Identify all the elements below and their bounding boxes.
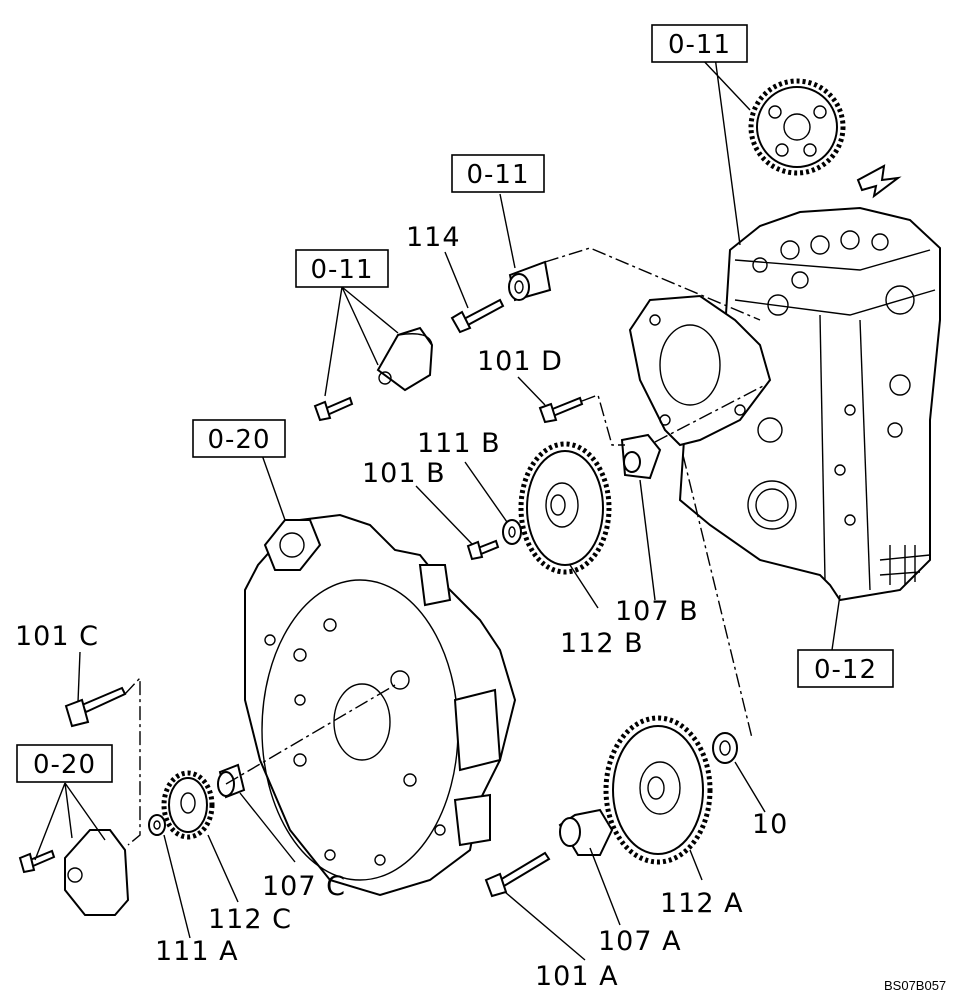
- bolt-101-b: [466, 539, 500, 561]
- engine-block: [678, 206, 941, 602]
- bolt-101-a: [484, 851, 551, 898]
- cover-0-20: [18, 829, 130, 916]
- camshaft-gear: [748, 78, 846, 176]
- label-111-a: 111 A: [155, 936, 239, 967]
- label-101-a: 101 A: [535, 961, 619, 992]
- label-112-c: 112 C: [208, 904, 292, 935]
- label-101-c: 101 C: [15, 621, 99, 652]
- bushing-107-b: [620, 433, 662, 480]
- label-107-a: 107 A: [598, 926, 682, 957]
- gear-112-b: [518, 441, 612, 575]
- washer-111-a: [148, 814, 166, 836]
- ref-box-cylinder-block[interactable]: 0-12: [797, 649, 894, 688]
- label-10: 10: [752, 809, 788, 840]
- label-112-b: 112 B: [560, 628, 644, 659]
- ref-box-cover[interactable]: 0-11: [295, 249, 389, 288]
- bolt-101-c: [64, 686, 127, 728]
- bushing-upper: [508, 260, 552, 302]
- svg-text:0-11: 0-11: [310, 255, 373, 285]
- flywheel-housing: [244, 513, 517, 897]
- svg-text:0-20: 0-20: [207, 425, 270, 455]
- assembly-lines: [124, 247, 766, 846]
- label-112-a: 112 A: [660, 888, 744, 919]
- ref-box-top[interactable]: 0-11: [651, 24, 748, 63]
- svg-text:0-12: 0-12: [814, 655, 877, 685]
- gear-112-c: [161, 770, 215, 840]
- washer-111-b: [502, 519, 522, 545]
- label-107-b: 107 B: [615, 596, 699, 627]
- gear-112-a: [603, 715, 713, 865]
- svg-text:0-11: 0-11: [466, 160, 529, 190]
- svg-text:0-20: 0-20: [33, 750, 96, 780]
- leader-lines: [34, 56, 841, 961]
- washer-10: [712, 732, 738, 764]
- label-111-b: 111 B: [417, 428, 501, 459]
- label-101-d: 101 D: [477, 346, 563, 377]
- bolt-101-d: [538, 396, 584, 424]
- ref-box-flywheel-housing[interactable]: 0-20: [192, 419, 286, 458]
- cover-0-11: [313, 326, 434, 422]
- front-direction-arrow-icon: [856, 164, 902, 199]
- ref-box-lower-cover[interactable]: 0-20: [16, 744, 113, 783]
- ref-box-bushing[interactable]: 0-11: [451, 154, 545, 193]
- front-plate: [628, 294, 772, 447]
- label-101-b: 101 B: [362, 458, 446, 489]
- drawing-code: BS07B057: [884, 978, 946, 993]
- label-114: 114: [406, 222, 461, 253]
- bolt-114: [450, 298, 505, 334]
- label-107-c: 107 C: [262, 871, 346, 902]
- bushing-107-a: [558, 808, 614, 856]
- svg-text:0-11: 0-11: [668, 30, 731, 60]
